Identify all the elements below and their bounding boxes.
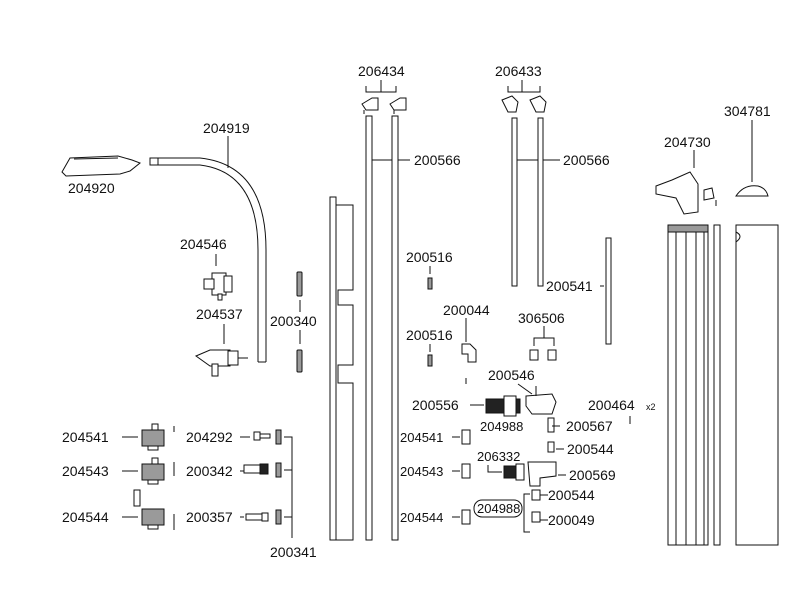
rail-profile-part	[667, 224, 709, 546]
hose-part-204919	[158, 157, 267, 363]
label-200044: 200044	[443, 302, 490, 318]
adapter-part-204546	[203, 272, 233, 301]
leader-lines	[122, 80, 753, 533]
connector-part-206433	[501, 95, 547, 113]
label-204292: 204292	[186, 429, 233, 445]
label-200566-a: 200566	[414, 152, 461, 168]
label-204543-b: 204543	[400, 464, 443, 479]
label-204544-a: 204544	[62, 509, 109, 525]
label-200556: 200556	[412, 397, 459, 413]
cap-part-200341	[275, 429, 293, 538]
label-200464: 200464	[588, 397, 635, 413]
cap-part-304781	[735, 185, 769, 197]
clip-part-200516	[427, 277, 433, 367]
valve-part-206332	[503, 463, 525, 481]
insert-part-200357	[245, 512, 269, 522]
label-204988-b-outline	[473, 499, 523, 518]
label-200541: 200541	[546, 278, 593, 294]
connector-part-206434	[361, 97, 407, 114]
label-204543-a: 204543	[62, 463, 109, 479]
label-204919: 204919	[203, 120, 250, 136]
label-306506: 306506	[518, 310, 565, 326]
label-200340: 200340	[270, 313, 317, 329]
label-200357: 200357	[186, 509, 233, 525]
fitting-part-200049	[531, 489, 541, 523]
mixer-part-200546	[525, 386, 557, 415]
tube-part-200566-a	[365, 115, 399, 541]
label-204920: 204920	[68, 180, 115, 196]
label-204537: 204537	[196, 306, 243, 322]
label-200544-b: 200544	[548, 487, 595, 503]
slide-strip-part	[713, 224, 721, 546]
handle-part-204543	[141, 457, 165, 485]
label-204988-a: 204988	[480, 419, 523, 434]
handle-part-204544	[133, 489, 165, 530]
ring-part-200340	[296, 271, 303, 373]
label-200567: 200567	[566, 418, 613, 434]
label-200546: 200546	[488, 367, 535, 383]
part-labels: 206434 206433 304781 204919 204730 20056…	[62, 63, 771, 560]
wall-rail-part	[735, 224, 779, 546]
label-200341: 200341	[270, 544, 317, 560]
label-200516-a: 200516	[406, 249, 453, 265]
insert-part-204292	[253, 431, 271, 441]
label-204730: 204730	[664, 134, 711, 150]
label-200544-a: 200544	[567, 441, 614, 457]
handle-part-204541	[141, 423, 165, 451]
label-204544-b: 204544	[400, 510, 443, 525]
tee-part-200569	[527, 461, 557, 487]
fitting-part-306506	[529, 349, 557, 361]
label-304781: 304781	[724, 103, 771, 119]
label-206332: 206332	[477, 449, 520, 464]
label-200566-b: 200566	[563, 152, 610, 168]
elbow-part-200044	[461, 343, 477, 363]
label-204541-a: 204541	[62, 429, 109, 445]
insert-part-200342	[243, 463, 269, 475]
label-200516-b: 200516	[406, 327, 453, 343]
label-200569: 200569	[569, 467, 616, 483]
valve-part-200556	[485, 395, 521, 417]
bracket-part-right	[461, 429, 471, 525]
diverter-part-204537	[194, 349, 248, 377]
label-204546: 204546	[180, 236, 227, 252]
rod-part-200541	[605, 237, 612, 345]
label-200464-qty: x2	[646, 402, 656, 412]
fitting-stack-part	[547, 417, 555, 453]
label-204988-b: 204988	[477, 501, 520, 516]
label-204541-b: 204541	[400, 430, 443, 445]
wall-bar-part	[329, 196, 354, 541]
label-200049: 200049	[548, 512, 595, 528]
label-200342: 200342	[186, 463, 233, 479]
label-206434: 206434	[358, 63, 405, 79]
shower-head-part-204920	[61, 155, 159, 177]
tube-part-200566-b	[511, 117, 544, 287]
label-206433: 206433	[495, 63, 542, 79]
end-cap-part-204730	[655, 171, 717, 215]
